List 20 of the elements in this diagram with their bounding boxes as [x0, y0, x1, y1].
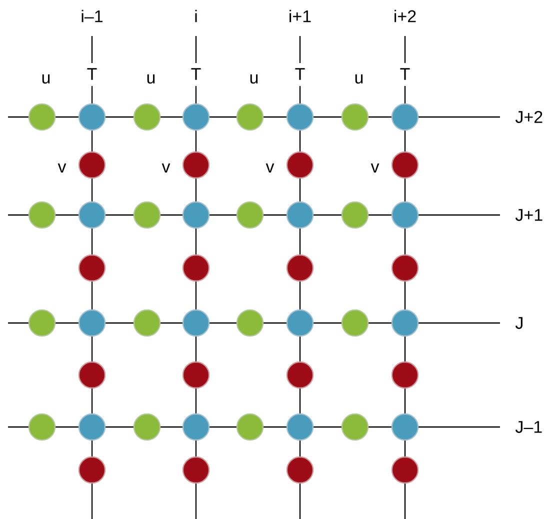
grid-label: v: [162, 164, 170, 172]
grid-label: v: [266, 164, 274, 172]
grid-label: i+2: [394, 10, 416, 22]
grid-label: u: [355, 74, 363, 84]
grid-label: J+2: [515, 110, 542, 124]
grid-label: T: [295, 68, 305, 80]
grid-label: J–1: [515, 421, 542, 433]
grid-label: v: [370, 164, 380, 172]
grid-label: J: [515, 317, 522, 329]
grid-label: i–1: [82, 10, 102, 22]
grid-label: T: [191, 68, 201, 80]
grid-label: T: [87, 68, 97, 80]
grid-label: T: [400, 68, 410, 80]
grid-label: i: [195, 10, 197, 22]
grid-label: u: [42, 74, 50, 84]
grid-label: u: [250, 74, 258, 84]
grid-label: u: [147, 74, 155, 84]
grid-label: v: [58, 164, 66, 172]
grid-label: J+1: [515, 209, 542, 221]
grid-label: i+1: [290, 10, 311, 22]
